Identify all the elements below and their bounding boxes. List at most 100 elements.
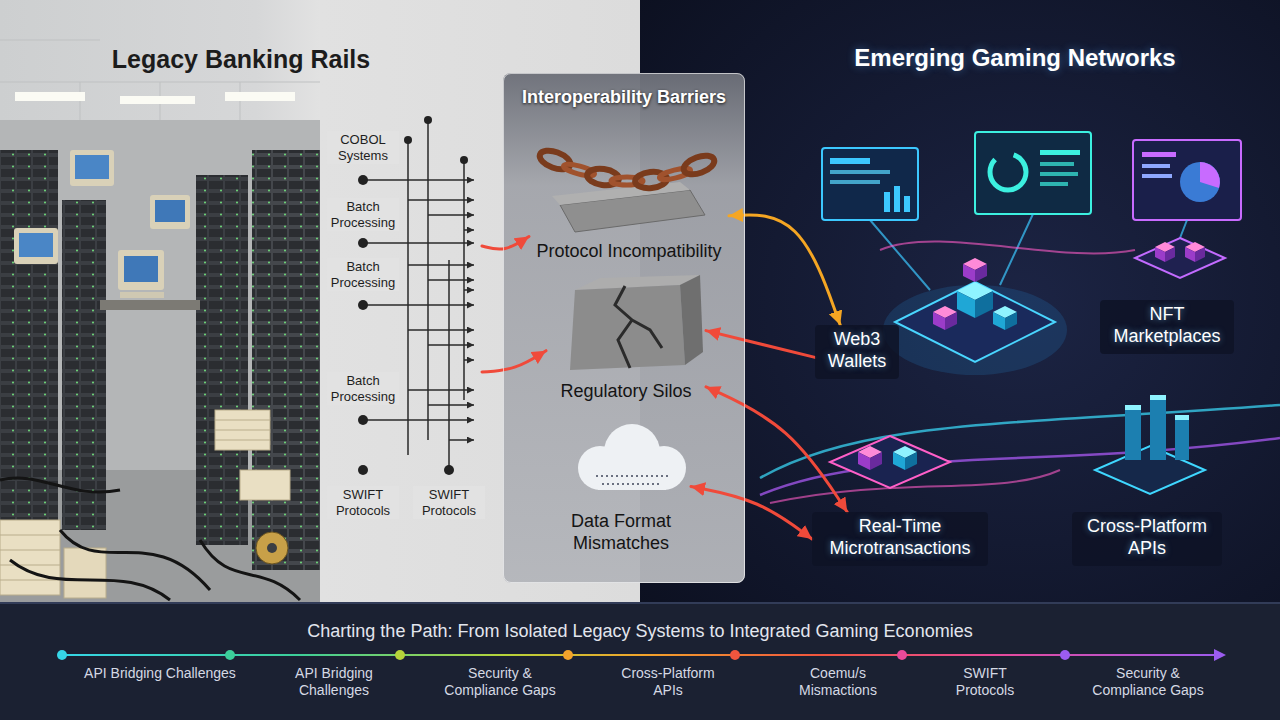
api-platform [1095, 395, 1205, 494]
central-platform [1005, 312, 1017, 330]
server-room [256, 532, 288, 564]
server-room [14, 228, 58, 264]
central-platform [933, 312, 945, 330]
footer-ground [0, 603, 1280, 720]
timeline [897, 650, 907, 660]
timeline-label: SWIFT Protocols [943, 664, 1028, 700]
cloud-icon [598, 466, 666, 490]
timeline [1214, 649, 1226, 661]
api-platform [1150, 395, 1166, 460]
timeline-label: Coemu/s Mismactions [783, 664, 893, 700]
wiring [363, 179, 474, 181]
cracked-wall-icon [680, 275, 703, 365]
server-room [240, 470, 290, 500]
wiring [464, 289, 474, 291]
server-room [118, 250, 164, 290]
chain-icon [681, 152, 717, 178]
panel-heading: Emerging Gaming Networks [754, 44, 1276, 73]
api-platform [1175, 415, 1189, 420]
flow-strands [760, 242, 1280, 503]
screens [1040, 162, 1074, 166]
screens [1040, 182, 1068, 186]
server-room [75, 155, 109, 179]
timeline-label: Security & Compliance Gaps [1083, 664, 1213, 700]
nft-platform [1135, 238, 1225, 278]
central-platform [895, 282, 1055, 362]
timeline [225, 650, 235, 660]
barrier-label: Regulatory Silos [550, 381, 702, 403]
timeline-label: Security & Compliance Gaps [435, 664, 565, 700]
server-room [267, 543, 277, 553]
central-platform [963, 264, 975, 282]
barrier-box: Regulatory Silos [546, 277, 706, 411]
connector [482, 237, 529, 250]
wiring [428, 279, 474, 281]
timeline-label: API Bridging Challenges [279, 664, 389, 700]
wiring [428, 344, 474, 346]
screens [830, 180, 880, 184]
footer-ground [0, 603, 1280, 720]
panel-heading: Legacy Banking Rails [4, 44, 478, 74]
panel-heading: Interoperability Barriers [512, 87, 736, 109]
wiring [464, 229, 474, 231]
wiring [358, 465, 368, 475]
wire-label: SWIFT Protocols [413, 486, 485, 519]
wiring [363, 242, 474, 244]
wiring [424, 116, 432, 124]
server-room [155, 200, 185, 222]
microtransaction-platform [870, 452, 882, 470]
screens [1180, 162, 1220, 202]
wiring [404, 136, 412, 144]
api-platform [1150, 395, 1166, 400]
server-room [225, 92, 295, 101]
microtransaction-platform [858, 452, 870, 470]
wire-label: COBOL Systems [327, 131, 399, 164]
server-room [215, 410, 270, 450]
screens [904, 196, 910, 212]
network-name: Cross-Platform APIs [1078, 516, 1216, 559]
screens [884, 192, 890, 212]
band-title: Charting the Path: From Isolated Legacy … [10, 621, 1270, 643]
screens [830, 170, 890, 174]
wiring [408, 264, 474, 266]
screens [1133, 140, 1241, 220]
network-label: Real-Time Microtransactions [812, 512, 988, 566]
server-room [252, 150, 320, 570]
microtransaction-platform [830, 436, 950, 488]
microtransaction-platform [905, 452, 917, 470]
server-room [0, 478, 300, 600]
server-room [120, 96, 195, 104]
wiring [358, 116, 474, 475]
timeline-label: API Bridging Challenges [70, 664, 250, 683]
server-room [252, 150, 320, 570]
cracked-wall-icon [570, 275, 703, 370]
central-platform [975, 264, 987, 282]
timeline [730, 650, 740, 660]
nft-platform [1135, 238, 1225, 278]
screens [1040, 150, 1080, 155]
timeline [57, 649, 1226, 661]
microtransaction-platform [830, 436, 950, 488]
screens [1040, 172, 1078, 176]
wiring [428, 404, 474, 406]
timeline [1060, 650, 1070, 660]
barrier-box: Data Format Mismatches [551, 419, 691, 569]
wiring [358, 300, 368, 310]
cracked-wall-icon [615, 286, 662, 368]
wiring [358, 238, 368, 248]
server-room [0, 520, 60, 595]
central-platform [957, 291, 975, 318]
timeline [563, 650, 573, 660]
screens [894, 186, 900, 212]
central-platform [945, 312, 957, 330]
screens [870, 214, 1187, 290]
wire-label: Batch Processing [327, 198, 399, 231]
screens [1142, 152, 1176, 157]
server-room [0, 150, 58, 570]
server-room [0, 0, 320, 603]
central-platform [975, 291, 993, 318]
